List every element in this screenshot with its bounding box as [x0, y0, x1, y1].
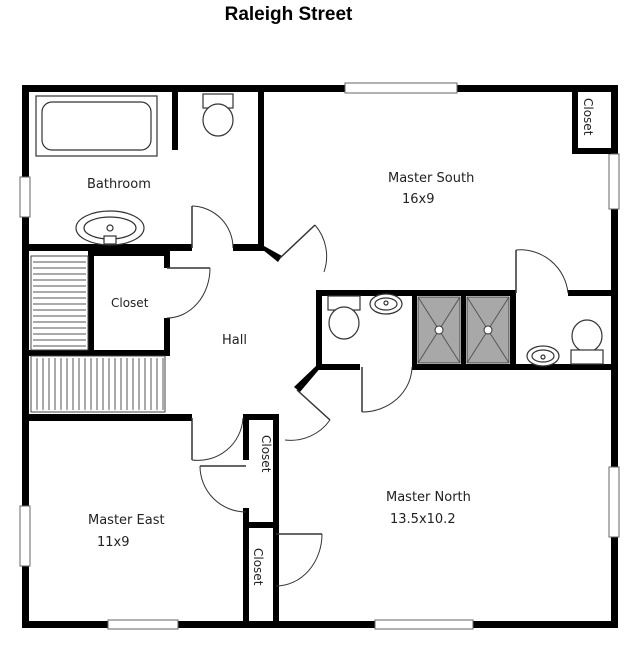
- window-bottom-north: [374, 619, 474, 630]
- label-master-north: Master North: [386, 490, 471, 505]
- closet-center-wall-bottom: [29, 350, 170, 356]
- outer-wall-top: [22, 85, 618, 92]
- label-hall: Hall: [222, 333, 247, 348]
- label-bathroom: Bathroom: [87, 177, 151, 192]
- wall-closets-right: [273, 414, 279, 628]
- door-bath[interactable]: [191, 205, 234, 249]
- window-left-east: [19, 505, 31, 567]
- stairs-lower: [30, 355, 166, 413]
- door-suite-bath[interactable]: [361, 366, 413, 413]
- bathtub: [35, 95, 158, 157]
- door-closet-bottom[interactable]: [275, 533, 323, 587]
- shower-left: [417, 296, 461, 364]
- sink-suite-left: [369, 293, 403, 315]
- sink-suite-right: [526, 345, 560, 367]
- wall-closets-middle: [243, 522, 279, 528]
- window-left-bathroom: [19, 176, 31, 218]
- stairs-upper: [30, 255, 89, 351]
- size-master-east: 11x9: [97, 535, 130, 550]
- suite-wall-left: [316, 290, 322, 368]
- sink-bath: [75, 210, 145, 246]
- door-master-south-diagonal[interactable]: [279, 224, 328, 273]
- bath-partition: [172, 92, 178, 150]
- wall-bath-bottom-right: [233, 244, 264, 251]
- closet-center-wall-right-bottom: [164, 318, 170, 354]
- door-center-closet[interactable]: [166, 267, 211, 319]
- plan-title: Raleigh Street: [224, 4, 353, 25]
- wall-closets-left: [243, 414, 249, 628]
- label-closet-mid: Closet: [259, 435, 273, 473]
- wall-closet-top: [243, 414, 273, 420]
- door-master-suite[interactable]: [515, 249, 569, 294]
- size-master-north: 13.5x10.2: [390, 512, 456, 527]
- closet-tr-wall-bottom: [572, 148, 611, 154]
- suite-divider: [412, 290, 417, 370]
- suite-wall-bottom-left: [316, 364, 360, 370]
- label-closet-bottom: Closet: [251, 548, 265, 586]
- door-master-north-diagonal[interactable]: [284, 389, 331, 441]
- label-master-south: Master South: [388, 171, 474, 186]
- window-right-south: [608, 153, 620, 210]
- wall-diagonal-top: [258, 246, 282, 262]
- outer-wall-left: [22, 85, 29, 628]
- shower-divider: [461, 290, 466, 370]
- door-master-east[interactable]: [191, 417, 244, 461]
- size-master-south: 16x9: [402, 192, 435, 207]
- shower-right: [466, 296, 510, 364]
- outer-wall-bottom: [22, 621, 618, 628]
- closet-center-wall-left: [88, 250, 94, 354]
- window-right-north: [608, 466, 620, 538]
- door-closet-mid[interactable]: [199, 465, 247, 513]
- closet-mid-door-gap: [243, 460, 249, 508]
- label-closet-center: Closet: [111, 296, 149, 310]
- window-top: [344, 82, 458, 94]
- toilet-suite-left: [327, 295, 361, 340]
- window-bottom-east: [107, 619, 179, 630]
- wall-bath-bottom: [29, 244, 192, 251]
- closet-center-wall-right-top: [164, 250, 170, 268]
- closet-tr-wall-left: [572, 92, 578, 154]
- toilet-suite-right: [570, 319, 604, 365]
- toilet-bath: [202, 93, 234, 137]
- label-master-east: Master East: [88, 513, 165, 528]
- wall-bath-south: [258, 92, 264, 248]
- outer-wall-right: [611, 85, 618, 628]
- shower-divider-right: [510, 290, 516, 370]
- label-closet-top-right: Closet: [581, 98, 595, 136]
- wall-east-top: [29, 414, 192, 421]
- suite-wall-top-right: [568, 290, 611, 296]
- closet-center-wall-top: [88, 250, 170, 256]
- wall-diagonal-bottom: [294, 366, 322, 392]
